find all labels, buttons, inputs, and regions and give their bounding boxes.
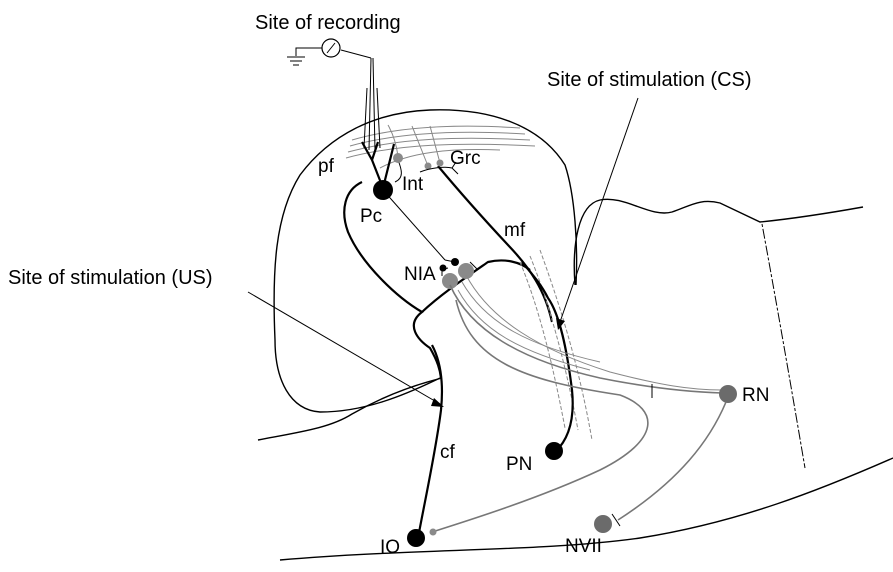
pc-label: Pc — [360, 206, 382, 227]
granule-axon-2 — [429, 125, 441, 164]
nia-to-rn-fiber — [449, 284, 723, 394]
nia-to-io-fiber — [431, 299, 649, 533]
peduncle-lower-curve — [421, 259, 531, 313]
peduncle-outline-right — [437, 165, 554, 323]
left-lower-outline — [257, 377, 443, 441]
cf-label: cf — [440, 442, 456, 463]
purkinje-cell-soma — [373, 180, 393, 200]
io-terminal-dot — [429, 528, 437, 536]
fiber-bundle-lines — [457, 281, 601, 371]
nia-terminal-dot-1 — [439, 264, 447, 272]
site-of-recording-label: Site of recording — [255, 12, 401, 34]
cs-arrowhead — [556, 318, 565, 330]
pn-label: PN — [506, 454, 532, 475]
brainstem-boundary — [761, 223, 806, 469]
granule-axon-1 — [411, 125, 429, 167]
purkinje-axon — [382, 189, 446, 261]
pf-label: pf — [318, 156, 335, 177]
nia-label: NIA — [404, 264, 436, 285]
interneuron-axon — [394, 159, 402, 183]
site-of-stimulation-us-label: Site of stimulation (US) — [8, 267, 213, 289]
pn-neuron — [545, 442, 563, 460]
rn-to-nvii-fiber — [617, 401, 727, 521]
nia-terminal-dot-2 — [451, 258, 459, 266]
mossy-fiber-terminal-grc — [419, 161, 459, 175]
granule-cell-2 — [436, 159, 444, 167]
io-label: IO — [380, 537, 400, 558]
bottom-outline — [279, 457, 893, 561]
cerebellar-peduncle-outline — [343, 181, 443, 379]
interneuron-soma — [393, 153, 403, 163]
mossy-fiber-tract — [519, 249, 593, 441]
int-label: Int — [402, 174, 424, 195]
us-stimulation-pointer — [247, 291, 441, 405]
nvii-neuron — [594, 515, 612, 533]
interneuron-process — [387, 124, 399, 157]
recording-electrode — [287, 38, 381, 151]
pontine-mossy-fiber — [521, 261, 574, 453]
rn-neuron — [719, 385, 737, 403]
rn-label: RN — [742, 385, 769, 406]
mf-label: mf — [504, 220, 526, 241]
nvii-label: NVII — [565, 536, 602, 557]
nia-neuron-2 — [458, 263, 474, 279]
brainstem-outline — [573, 198, 864, 286]
nia-neuron-1 — [442, 273, 458, 289]
grc-label: Grc — [450, 148, 481, 169]
purkinje-dendrites — [361, 141, 396, 189]
granule-cell-1 — [424, 162, 432, 170]
cs-stimulation-pointer — [559, 97, 639, 323]
us-arrowhead — [431, 398, 444, 407]
io-neuron — [407, 529, 425, 547]
climbing-fiber — [416, 344, 444, 539]
site-of-stimulation-cs-label: Site of stimulation (CS) — [547, 69, 752, 91]
nia-to-rn-fiber-2 — [465, 274, 723, 391]
cerebellum-outline — [273, 109, 578, 413]
